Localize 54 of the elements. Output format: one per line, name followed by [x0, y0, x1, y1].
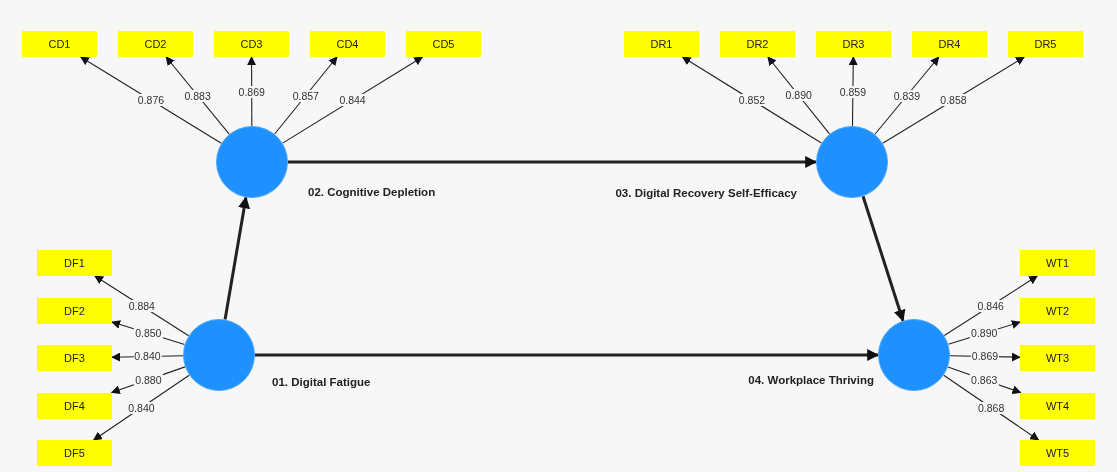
edge-label: 0.883 — [183, 89, 212, 102]
indicator-box: CD2 — [118, 31, 193, 57]
edge-label: 0.884 — [127, 299, 156, 312]
construct-label: 04. Workplace Thriving — [748, 374, 874, 386]
edge-label: 0.868 — [976, 401, 1006, 414]
indicator-box: DR1 — [624, 31, 699, 57]
edge-label: 0.869 — [237, 85, 266, 98]
construct-circle — [216, 126, 288, 198]
indicator-box: DR2 — [720, 31, 795, 57]
indicator-box: CD1 — [22, 31, 97, 57]
edge-label: 0.876 — [136, 94, 166, 107]
indicator-box: DR5 — [1008, 31, 1083, 57]
indicator-box: DF1 — [37, 250, 112, 276]
indicator-box: DF5 — [37, 440, 112, 466]
indicator-box: DR3 — [816, 31, 891, 57]
indicator-box: DF2 — [37, 297, 112, 324]
indicator-box: DR4 — [912, 31, 987, 57]
edge-label: 0.850 — [134, 327, 163, 340]
edge-label: 0.852 — [737, 94, 767, 106]
indicator-box: CD4 — [310, 31, 385, 57]
construct-label: 02. Cognitive Depletion — [308, 186, 436, 198]
indicator-box: WT5 — [1020, 440, 1095, 466]
arrow — [288, 156, 818, 168]
construct-circle — [816, 126, 888, 198]
arrow — [165, 56, 230, 135]
edge-label: 0.840 — [133, 350, 162, 363]
indicator-box: WT2 — [1020, 297, 1095, 324]
construct-label: 03. Digital Recovery Self-Efficacy — [615, 187, 797, 199]
edge-label: 0.858 — [939, 94, 968, 107]
edge-label: 0.859 — [838, 85, 868, 98]
indicator-box: WT4 — [1020, 392, 1095, 419]
edge-label: 0.846 — [976, 299, 1005, 312]
indicator-box: WT3 — [1020, 345, 1095, 371]
indicator-box: DF4 — [37, 392, 112, 419]
arrow — [274, 56, 338, 135]
edge-label: 0.857 — [291, 89, 320, 102]
arrow — [861, 195, 906, 322]
arrow — [223, 196, 251, 320]
indicator-box: CD3 — [214, 31, 289, 57]
edge-label: 0.890 — [970, 327, 999, 340]
indicator-box: DF3 — [37, 345, 112, 371]
arrow — [882, 56, 1025, 144]
edge-label: 0.890 — [784, 89, 813, 102]
indicator-box: WT1 — [1020, 250, 1095, 276]
arrow — [874, 56, 940, 135]
edge-label: 0.844 — [338, 94, 367, 107]
construct-label: 01. Digital Fatigue — [272, 376, 371, 388]
edge-label: 0.863 — [970, 373, 999, 386]
edge-label: 0.839 — [892, 89, 921, 102]
arrow — [255, 349, 880, 361]
edge-label: 0.869 — [970, 350, 1000, 363]
indicator-box: CD5 — [406, 31, 481, 57]
edge-label: 0.840 — [127, 401, 156, 414]
edge-label: 0.880 — [134, 373, 163, 386]
